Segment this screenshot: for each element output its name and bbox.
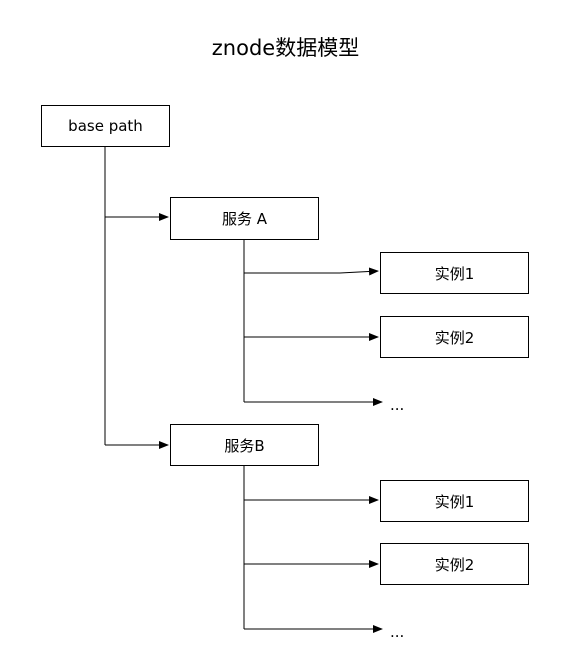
service-b-more: ... bbox=[390, 623, 405, 641]
instance-b-1-label: 实例1 bbox=[434, 492, 475, 511]
arrow-a-instance-1 bbox=[244, 267, 379, 276]
instance-node-b-1: 实例1 bbox=[380, 480, 529, 522]
root-node-label: base path bbox=[68, 117, 143, 135]
instance-a-1-label: 实例1 bbox=[434, 264, 475, 283]
service-node-b: 服务B bbox=[170, 424, 319, 466]
service-b-label: 服务B bbox=[224, 436, 265, 455]
instance-b-2-label: 实例2 bbox=[434, 555, 475, 574]
instance-a-2-label: 实例2 bbox=[434, 328, 475, 347]
diagram-title: znode数据模型 bbox=[211, 36, 360, 60]
service-a-label: 服务 A bbox=[221, 210, 268, 228]
root-node-base-path: base path bbox=[41, 105, 170, 147]
service-a-more: ... bbox=[390, 396, 405, 414]
instance-node-a-2: 实例2 bbox=[380, 316, 529, 358]
instance-node-a-1: 实例1 bbox=[380, 252, 529, 294]
service-node-a: 服务 A bbox=[170, 197, 319, 240]
instance-node-b-2: 实例2 bbox=[380, 543, 529, 585]
